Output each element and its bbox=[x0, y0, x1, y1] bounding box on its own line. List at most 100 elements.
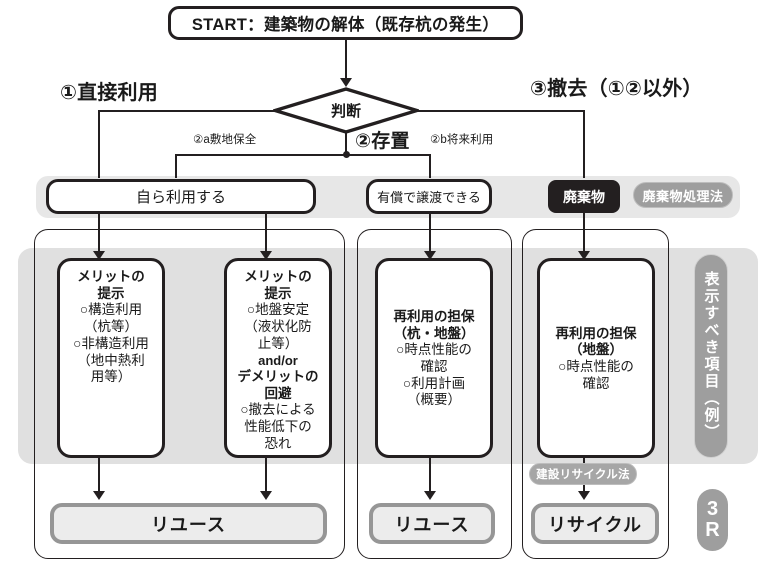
branch-label-removal-text: ③撤去（①②以外） bbox=[530, 78, 703, 100]
detail-box-merit-ground-body: メリットの 提示 ○地盤安定 （液状化防 止等） and/or デメリットの 回… bbox=[234, 261, 323, 458]
detail-heading-3b: （杭・地盤） bbox=[393, 325, 475, 341]
decision-label: 判断 bbox=[330, 103, 361, 120]
connector-detail3-to-reuse bbox=[429, 458, 431, 494]
detail-line-3-2: ○利用計画 bbox=[402, 375, 466, 391]
detail-line-2-2: 止等） bbox=[257, 335, 299, 351]
connector-storage-right-down bbox=[429, 154, 431, 178]
badge-3r-bottom: R bbox=[705, 519, 720, 541]
detail-heading-3a: 再利用の担保 bbox=[393, 308, 475, 324]
branch-label-future-use: ②b将来利用 bbox=[430, 131, 493, 147]
arrowhead-reuse-left bbox=[93, 491, 105, 500]
detail-line-1-0: ○構造利用 bbox=[79, 302, 143, 318]
detail-heading-4b: （地盤） bbox=[569, 342, 623, 358]
branch-label-site-preservation-text: ②a敷地保全 bbox=[193, 134, 257, 146]
connector-law-to-recycle bbox=[583, 485, 585, 494]
connector-decision-left bbox=[98, 110, 276, 112]
detail-line-1-1: （杭等） bbox=[84, 319, 138, 335]
decision-box-self-use: 自ら利用する bbox=[46, 179, 316, 214]
connector-selfuse-to-detail1 bbox=[98, 214, 100, 254]
connector-waste-to-detail4 bbox=[583, 213, 585, 254]
connector-right-down bbox=[583, 110, 585, 178]
badge-waste-disposal-law: 廃棄物処理法 bbox=[633, 182, 733, 208]
detail-connector-andor: and/or bbox=[258, 352, 298, 368]
arrowhead-reuse-mid bbox=[424, 491, 436, 500]
detail-line-1-2: ○非構造利用 bbox=[73, 335, 149, 351]
arrowhead-decision bbox=[340, 78, 352, 87]
detail-line-2-0: ○地盤安定 bbox=[246, 302, 310, 318]
detail-box-reuse-ground: 再利用の担保 （地盤） ○時点性能の 確認 bbox=[537, 258, 655, 458]
arrowhead-detail4 bbox=[578, 251, 590, 260]
detail-line-1-4: 用等） bbox=[90, 369, 132, 385]
start-box-label: START：建築物の解体（既存杭の発生） bbox=[191, 16, 500, 34]
outcome-box-reuse-left: リユース bbox=[50, 503, 327, 544]
detail-box-merit-structural: メリットの 提示 ○構造利用 （杭等） ○非構造利用 （地中熱利 用等） bbox=[57, 258, 165, 458]
connector-storage-left-down bbox=[175, 154, 177, 178]
detail-line-2-4: 性能低下の bbox=[244, 418, 312, 434]
group-frame-direct-use bbox=[34, 229, 345, 559]
detail-heading-1a: メリットの bbox=[77, 269, 145, 284]
decision-box-self-use-label: 自ら利用する bbox=[135, 189, 226, 206]
connector-transfer-to-detail3 bbox=[429, 214, 431, 254]
connector-decision-right bbox=[416, 110, 584, 112]
detail-box-reuse-pile-ground-body: 再利用の担保 （杭・地盤） ○時点性能の 確認 ○利用計画 （概要） bbox=[390, 254, 479, 462]
badge-construction-recycling-law-label: 建設リサイクル法 bbox=[536, 469, 630, 481]
connector-selfuse-to-detail2 bbox=[265, 214, 267, 254]
connector-detail2-to-reuse bbox=[265, 458, 267, 494]
branch-label-future-use-text: ②b将来利用 bbox=[430, 134, 494, 146]
detail-line-3-0: ○時点性能の bbox=[396, 342, 472, 358]
detail-heading-2c: デメリットの bbox=[237, 368, 319, 384]
decision-box-waste: 廃棄物 bbox=[548, 180, 620, 213]
outcome-box-recycle: リサイクル bbox=[531, 503, 659, 544]
detail-line-3-1: 確認 bbox=[420, 359, 448, 374]
arrowhead-recycle bbox=[578, 491, 590, 500]
group-frame-storage bbox=[357, 229, 512, 559]
connector-start-to-decision bbox=[345, 40, 347, 81]
connector-storage-to-left bbox=[175, 154, 347, 156]
detail-box-merit-structural-body: メリットの 提示 ○構造利用 （杭等） ○非構造利用 （地中熱利 用等） bbox=[69, 261, 153, 392]
detail-line-2-3: ○撤去による bbox=[240, 402, 316, 418]
detail-heading-2a: メリットの bbox=[244, 269, 312, 284]
decision-box-paid-transfer-label: 有償で譲渡できる bbox=[377, 190, 481, 205]
arrowhead-detail1 bbox=[93, 251, 105, 260]
outcome-label-reuse-mid: リユース bbox=[394, 514, 470, 535]
group-frame-removal bbox=[522, 229, 669, 559]
branch-label-site-preservation: ②a敷地保全 bbox=[193, 131, 256, 147]
arrowhead-detail2 bbox=[260, 251, 272, 260]
outcome-label-reuse-left: リユース bbox=[150, 514, 227, 535]
connector-detail1-to-reuse bbox=[98, 458, 100, 494]
detail-heading-4a: 再利用の担保 bbox=[555, 325, 637, 341]
branch-label-storage: ②存置 bbox=[355, 126, 410, 153]
outcome-box-reuse-mid: リユース bbox=[369, 503, 495, 544]
detail-box-reuse-pile-ground: 再利用の担保 （杭・地盤） ○時点性能の 確認 ○利用計画 （概要） bbox=[375, 258, 493, 458]
detail-heading-2b: 提示 bbox=[264, 285, 292, 301]
detail-heading-1b: 提示 bbox=[97, 285, 125, 301]
branch-label-direct-use-text: ①直接利用 bbox=[60, 82, 158, 104]
detail-line-1-3: （地中熱利 bbox=[77, 352, 145, 368]
badge-waste-disposal-law-label: 廃棄物処理法 bbox=[642, 188, 724, 204]
detail-line-3-3: （概要） bbox=[407, 392, 461, 408]
branch-label-direct-use: ①直接利用 bbox=[60, 76, 158, 105]
detail-line-4-1: 確認 bbox=[582, 375, 610, 391]
decision-box-paid-transfer: 有償で譲渡できる bbox=[366, 179, 492, 214]
detail-heading-2d: 回避 bbox=[264, 385, 292, 401]
side-label-display-items: 表示すべき項目（例） bbox=[694, 254, 728, 458]
connector-left-down bbox=[98, 110, 100, 178]
decision-box-waste-label: 廃棄物 bbox=[563, 188, 605, 205]
start-box: START：建築物の解体（既存杭の発生） bbox=[168, 6, 523, 40]
badge-3r: 3 R bbox=[697, 489, 728, 551]
decision-diamond-label-wrap: 判断 bbox=[273, 87, 419, 134]
connector-storage-to-right bbox=[345, 154, 430, 156]
connector-decision-center bbox=[345, 132, 347, 154]
detail-box-reuse-ground-body: 再利用の担保 （地盤） ○時点性能の 確認 bbox=[552, 254, 641, 462]
detail-box-merit-ground: メリットの 提示 ○地盤安定 （液状化防 止等） and/or デメリットの 回… bbox=[224, 258, 332, 458]
branch-label-storage-text: ②存置 bbox=[355, 131, 410, 152]
detail-line-4-0: ○時点性能の bbox=[558, 359, 634, 374]
badge-3r-top: 3 bbox=[706, 498, 719, 520]
arrowhead-reuse-left2 bbox=[260, 491, 272, 500]
detail-line-2-5: 恐れ bbox=[264, 435, 292, 451]
badge-construction-recycling-law: 建設リサイクル法 bbox=[529, 463, 637, 485]
side-label-display-items-text: 表示すべき項目（例） bbox=[702, 271, 720, 441]
outcome-label-recycle: リサイクル bbox=[547, 514, 643, 535]
branch-label-removal: ③撤去（①②以外） bbox=[530, 72, 703, 101]
